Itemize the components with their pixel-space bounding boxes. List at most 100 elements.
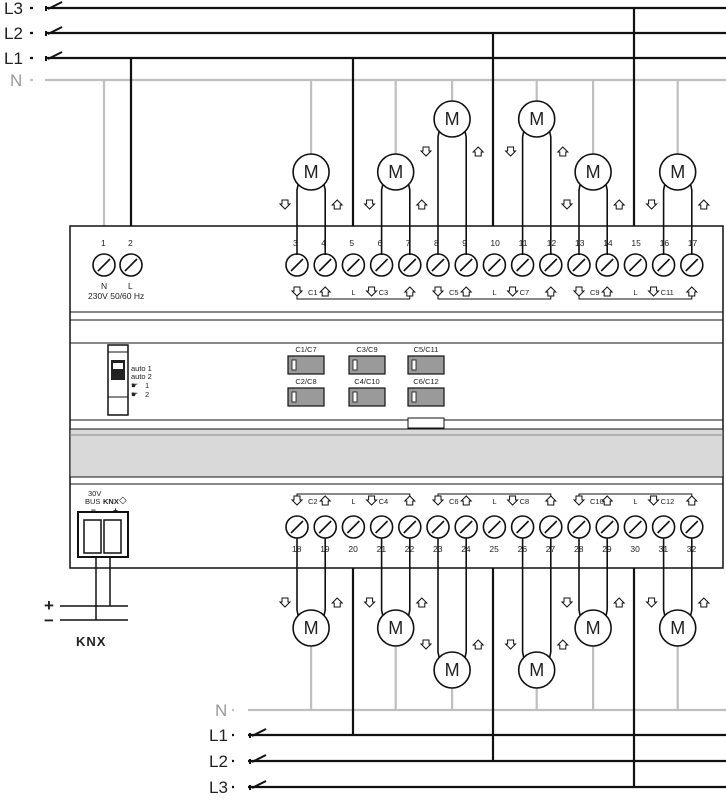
- arrow-down-icon: [431, 286, 445, 297]
- channel-label: C8: [520, 497, 530, 506]
- manual-button-c2c8[interactable]: [287, 387, 325, 407]
- terminal-screw[interactable]: [341, 515, 366, 539]
- knx-logo: KNX: [103, 497, 119, 506]
- arrow-down-icon: [290, 286, 304, 297]
- arrow-up-icon: [600, 495, 614, 506]
- switch-label-auto2: auto 2: [131, 372, 152, 381]
- terminal-screw[interactable]: [679, 515, 704, 539]
- terminal-screw[interactable]: [679, 253, 704, 277]
- arrow-up-icon: [600, 286, 614, 297]
- terminal-number: 4: [321, 238, 326, 248]
- device-rail-band: [69, 428, 724, 478]
- bottom-supply-lines: N L1 L2 L3: [209, 701, 726, 797]
- supply-terminal-screw-1[interactable]: [92, 253, 116, 277]
- motor: M: [645, 80, 711, 255]
- arrow-up-icon: [697, 597, 711, 608]
- terminal-screw[interactable]: [285, 253, 309, 277]
- bus-plus-sign: +: [113, 505, 118, 515]
- label-l1-bottom: L1: [209, 726, 228, 745]
- terminal-number: 10: [490, 238, 500, 248]
- terminal-screw[interactable]: [397, 253, 422, 277]
- channel-label: L: [351, 497, 355, 506]
- manual-button-c3c9[interactable]: [348, 355, 386, 375]
- motor-label: M: [586, 162, 601, 182]
- terminal-screw[interactable]: [341, 253, 366, 277]
- terminal-number: 12: [547, 238, 557, 248]
- actuator-device: [69, 225, 724, 569]
- motor-label: M: [529, 109, 544, 129]
- manual-button-c4c10[interactable]: [348, 387, 386, 407]
- terminal-screw[interactable]: [313, 253, 338, 277]
- terminal-screw[interactable]: [369, 515, 394, 539]
- terminal-screw[interactable]: [426, 253, 450, 277]
- terminal-screw[interactable]: [397, 515, 422, 539]
- device-housing: [69, 225, 724, 569]
- arrow-down-icon: [572, 286, 586, 297]
- label-l1-top: L1: [4, 49, 23, 68]
- motor: M: [645, 538, 711, 710]
- arrow-up-icon: [403, 495, 417, 506]
- label-l2-top: L2: [4, 24, 23, 43]
- terminal-screw[interactable]: [510, 253, 535, 277]
- channel-label: L: [492, 288, 496, 297]
- arrow-down-icon: [419, 639, 433, 650]
- terminal-screw[interactable]: [426, 515, 450, 539]
- manual-button-c1c7[interactable]: [287, 355, 325, 375]
- channel-label: C6: [449, 497, 459, 506]
- channel-label: C2: [308, 497, 318, 506]
- channel-label: C4: [379, 497, 389, 506]
- channel-label: C9: [590, 288, 600, 297]
- arrow-down-icon: [365, 495, 378, 506]
- arrow-up-icon: [544, 495, 558, 506]
- arrow-up-icon: [318, 495, 332, 506]
- arrow-up-icon: [471, 146, 485, 157]
- motor: M: [278, 80, 344, 255]
- terminal-screw[interactable]: [538, 515, 563, 539]
- arrow-up-icon: [330, 199, 344, 210]
- manual-button-c6c12[interactable]: [407, 387, 445, 407]
- terminal-number: 7: [406, 238, 411, 248]
- terminal-screw[interactable]: [623, 515, 648, 539]
- top-supply-lines: L3 L2 L1 N: [4, 0, 726, 90]
- motor: M: [363, 80, 429, 255]
- terminal-screw[interactable]: [623, 253, 648, 277]
- supply-terminal-screw-2[interactable]: [119, 253, 143, 277]
- terminal-number: 9: [462, 238, 467, 248]
- motor-label: M: [529, 660, 544, 680]
- hand-icon: ☛: [131, 381, 138, 390]
- channel-label: C7: [520, 288, 530, 297]
- motor: M: [560, 538, 626, 710]
- channel-label: C12: [661, 497, 675, 506]
- terminal-screw[interactable]: [538, 253, 563, 277]
- arrow-down-icon: [645, 199, 658, 210]
- terminal-screw[interactable]: [313, 515, 338, 539]
- arrow-up-icon: [556, 639, 570, 650]
- terminal-number: 8: [434, 238, 439, 248]
- terminal-screw[interactable]: [510, 515, 535, 539]
- arrow-up-icon: [459, 286, 473, 297]
- terminal-screw[interactable]: [482, 515, 507, 539]
- terminal-number: 17: [688, 238, 698, 248]
- terminal-screw[interactable]: [482, 253, 507, 277]
- terminal-screw[interactable]: [567, 515, 591, 539]
- supply-terminal-label-n: N: [101, 281, 107, 291]
- terminal-screw[interactable]: [454, 515, 479, 539]
- terminal-screw[interactable]: [651, 253, 676, 277]
- channel-label: C5: [449, 288, 459, 297]
- terminal-screw[interactable]: [595, 253, 620, 277]
- terminal-screw[interactable]: [595, 515, 620, 539]
- arrow-up-icon: [544, 286, 558, 297]
- terminal-screw[interactable]: [651, 515, 676, 539]
- arrow-down-icon: [647, 495, 660, 506]
- terminal-screw[interactable]: [567, 253, 591, 277]
- motor: M: [278, 538, 344, 710]
- terminal-screw[interactable]: [369, 253, 394, 277]
- manual-button-label: C1/C7: [295, 345, 316, 354]
- manual-button-c5c11[interactable]: [407, 355, 445, 375]
- terminal-screw[interactable]: [454, 253, 479, 277]
- terminal-screw[interactable]: [285, 515, 309, 539]
- wire-minus-sign: −: [44, 611, 54, 630]
- terminal-number: 15: [631, 238, 641, 248]
